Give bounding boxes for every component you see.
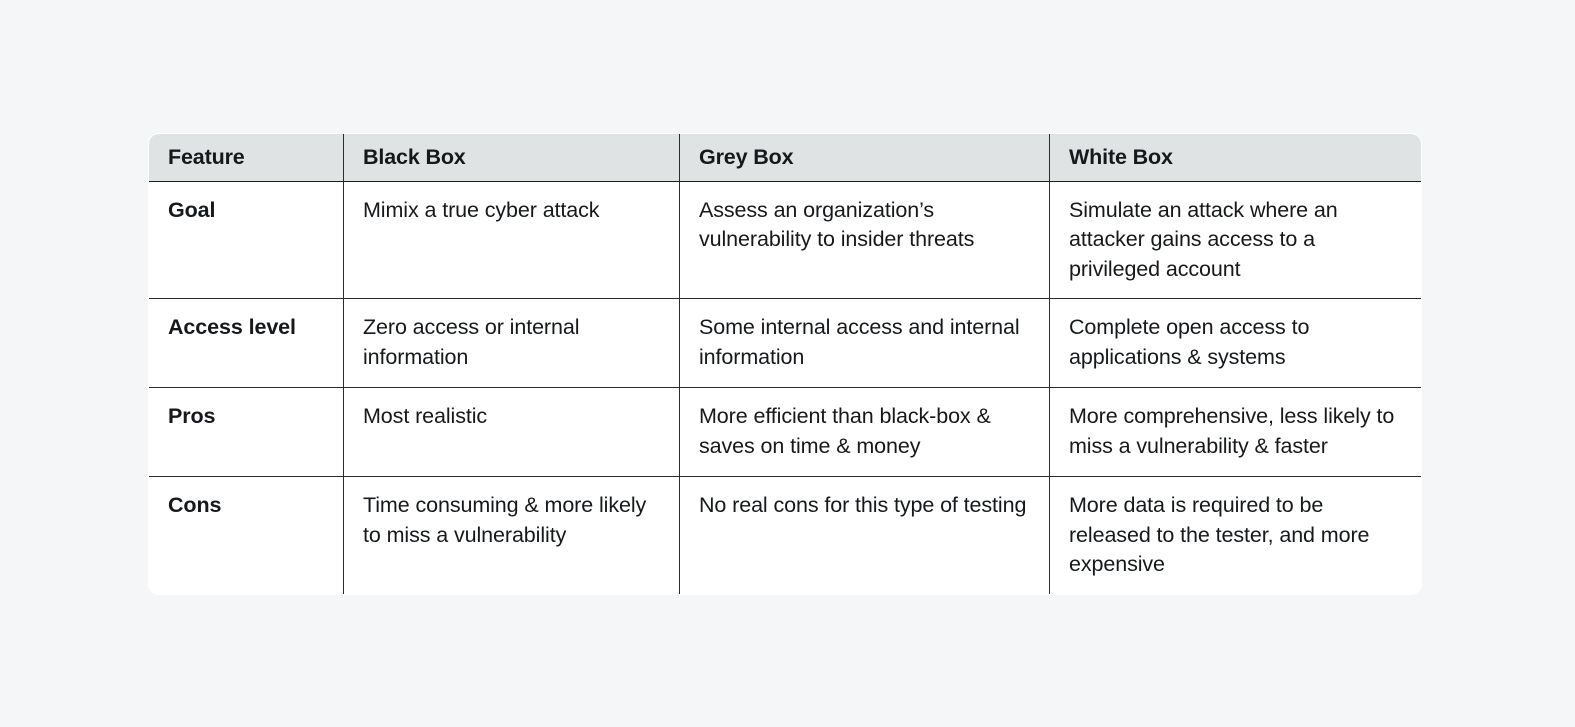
table-row: Pros Most realistic More efficient than … (149, 387, 1421, 478)
row-label-goal: Goal (149, 181, 344, 300)
cell-pros-grey-box: More efficient than black-box & saves on… (679, 387, 1050, 478)
cell-access-level-white-box: Complete open access to applications & s… (1049, 298, 1421, 389)
table-row: Cons Time consuming & more likely to mis… (149, 476, 1421, 595)
cell-goal-white-box: Simulate an attack where an attacker gai… (1049, 181, 1421, 300)
cell-cons-black-box: Time consuming & more likely to miss a v… (343, 476, 680, 595)
cell-cons-grey-box: No real cons for this type of testing (679, 476, 1050, 595)
cell-goal-grey-box: Assess an organization’s vulnerability t… (679, 181, 1050, 300)
cell-cons-white-box: More data is required to be released to … (1069, 493, 1370, 577)
cell-access-level-grey-box: Some internal access and internal inform… (679, 298, 1050, 389)
table-row: Access level Zero access or internal inf… (149, 298, 1421, 389)
column-header-black-box: Black Box (343, 134, 680, 182)
header-row: Feature Black Box Grey Box White Box (149, 134, 1421, 182)
table-row: Goal Mimix a true cyber attack Assess an… (149, 181, 1421, 300)
row-label-cons: Cons (149, 476, 344, 595)
penetration-testing-comparison-table: Feature Black Box Grey Box White Box Goa… (148, 133, 1422, 596)
column-header-white-box: White Box (1049, 134, 1421, 182)
table-header: Feature Black Box Grey Box White Box (149, 134, 1421, 182)
cell-access-level-black-box: Zero access or internal information (343, 298, 680, 389)
row-label-pros: Pros (149, 387, 344, 478)
cell-pros-white-box: More comprehensive, less likely to miss … (1049, 387, 1421, 478)
cell-pros-black-box: Most realistic (343, 387, 680, 478)
column-header-grey-box: Grey Box (679, 134, 1050, 182)
comparison-table: Feature Black Box Grey Box White Box Goa… (148, 133, 1422, 596)
column-header-feature: Feature (149, 134, 344, 182)
cell-goal-black-box: Mimix a true cyber attack (343, 181, 680, 300)
row-label-access-level: Access level (149, 298, 344, 389)
table-body: Goal Mimix a true cyber attack Assess an… (149, 181, 1421, 595)
